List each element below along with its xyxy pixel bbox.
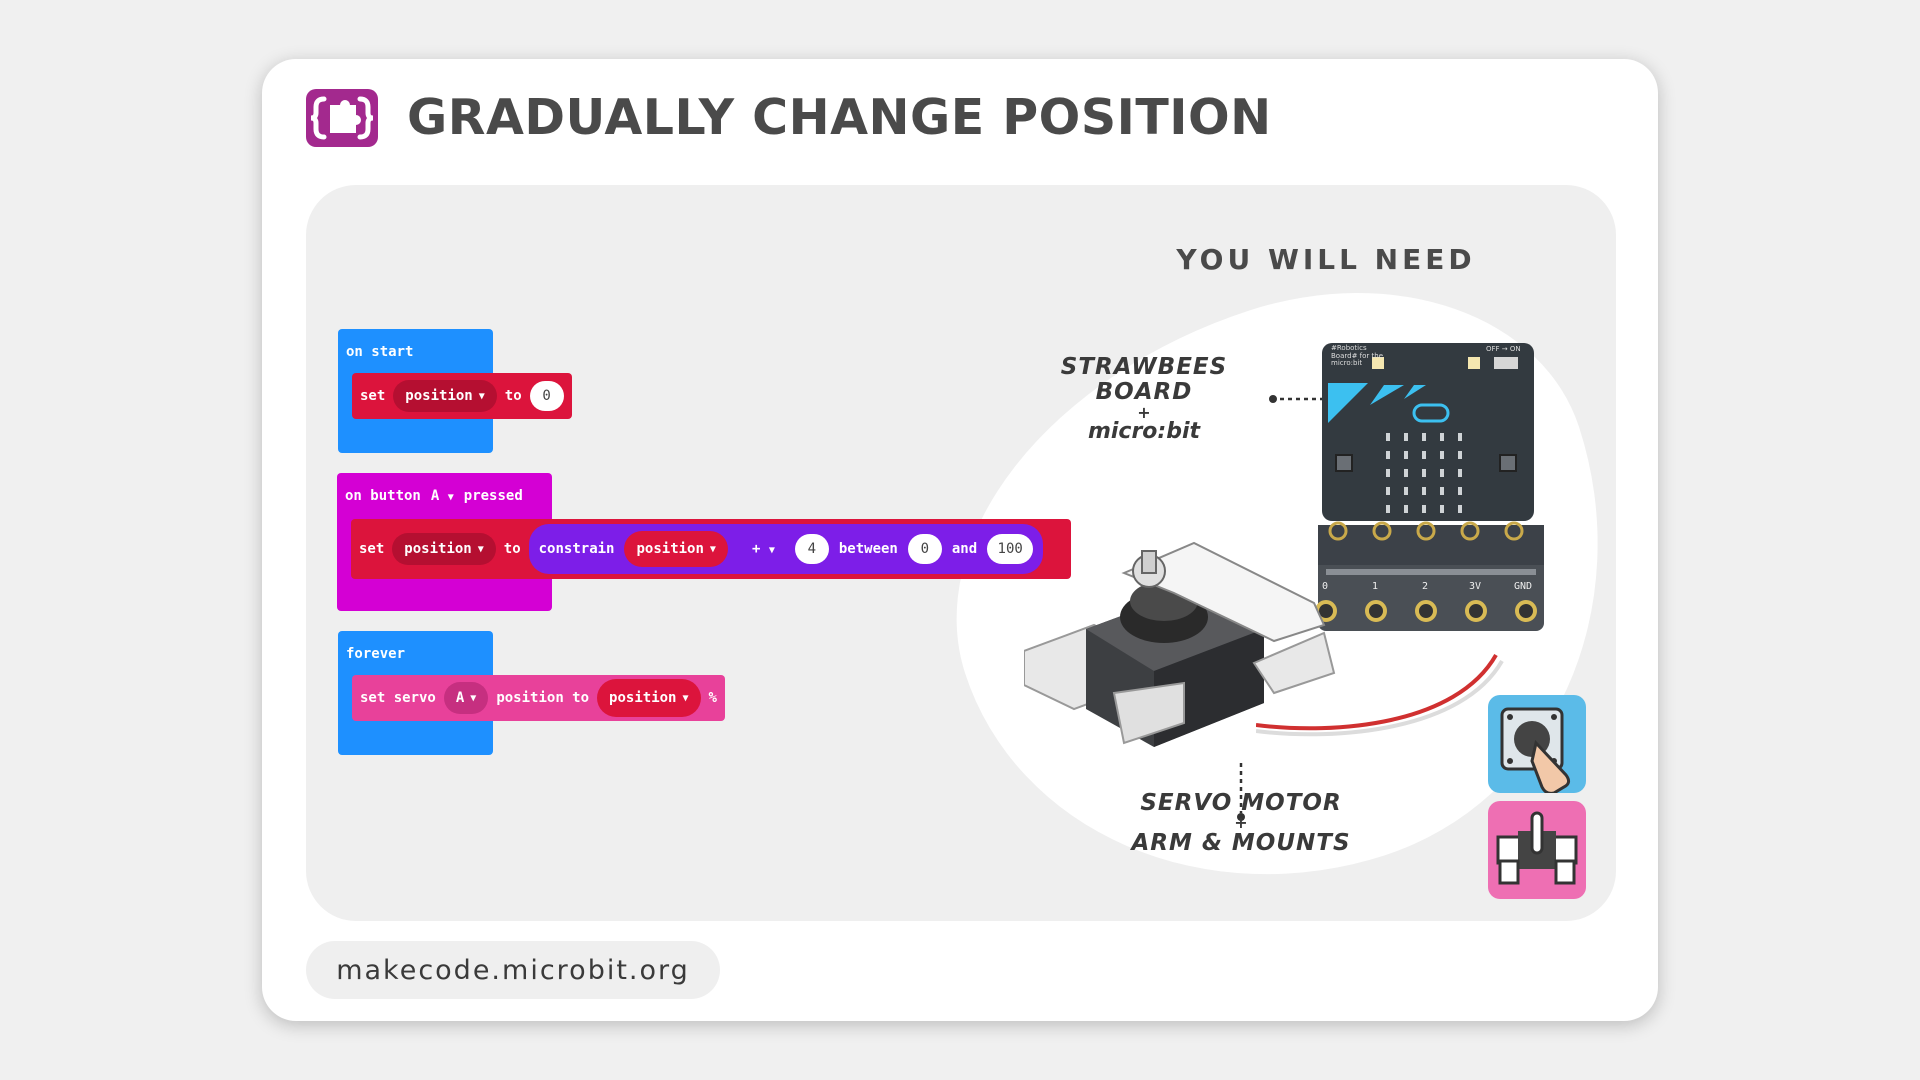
page-title: GRADUALLY CHANGE POSITION xyxy=(407,89,1272,146)
lesson-card: GRADUALLY CHANGE POSITION on start set p… xyxy=(262,59,1658,1021)
to-label: to xyxy=(503,541,521,557)
unit-label: % xyxy=(708,690,717,706)
button-press-icon xyxy=(1500,707,1571,795)
to-label: to xyxy=(504,388,522,404)
constrain-block[interactable]: constrain position▼ + ▼ 4 between 0 and … xyxy=(528,524,1044,574)
button-dropdown[interactable]: A ▼ xyxy=(430,488,454,504)
servo-mount-icon xyxy=(1496,811,1578,885)
servo-wire xyxy=(1256,654,1504,737)
servo-mount-tile xyxy=(1488,801,1586,899)
set-label: set xyxy=(360,388,386,404)
set-servo-block[interactable]: set servo A▼ position to position▼ % xyxy=(352,675,725,721)
operator-dropdown[interactable]: + ▼ xyxy=(751,541,775,557)
set-position-block[interactable]: set position▼ to 0 xyxy=(352,373,572,419)
servo-leader-line xyxy=(1237,763,1245,821)
board-text: #Robotics Board# for the micro:bit xyxy=(1331,344,1384,368)
dropdown-arrow-icon: ▼ xyxy=(682,692,689,704)
pin-label: 2 xyxy=(1422,581,1429,592)
set-servo-label: set servo xyxy=(360,690,436,706)
variable-dropdown[interactable]: position▼ xyxy=(393,380,497,412)
position-to-label: position to xyxy=(496,690,590,706)
constrain-variable-dropdown[interactable]: position▼ xyxy=(624,531,728,567)
pin-label: 3V xyxy=(1469,581,1482,592)
on-button-label: on button xyxy=(345,488,421,504)
board-label: STRAWBEES BOARD + micro:bit xyxy=(1060,354,1228,444)
dropdown-arrow-icon: ▼ xyxy=(447,492,454,503)
set-label: set xyxy=(359,541,385,557)
pin-label: GND xyxy=(1514,581,1533,592)
pin-label: 1 xyxy=(1372,581,1379,592)
strawbees-board-icon xyxy=(1315,343,1544,631)
board-switch-label: OFF → ON xyxy=(1486,345,1521,353)
constrain-label: constrain xyxy=(538,541,615,557)
on-start-label: on start xyxy=(346,344,414,360)
dropdown-arrow-icon: ▼ xyxy=(470,692,477,704)
servo-motor-icon xyxy=(1024,541,1336,747)
you-will-need-title: YOU WILL NEED xyxy=(1176,243,1476,276)
value-input[interactable]: 0 xyxy=(529,381,564,411)
between-label: between xyxy=(838,541,898,557)
high-input[interactable]: 100 xyxy=(987,534,1034,564)
button-press-tile xyxy=(1488,695,1586,795)
makecode-url[interactable]: makecode.microbit.org xyxy=(306,941,720,999)
variable-dropdown[interactable]: position▼ xyxy=(392,533,496,565)
content-panel: on start set position▼ to 0 on button A … xyxy=(306,185,1616,921)
pressed-label: pressed xyxy=(463,488,523,504)
pin-label: 0 xyxy=(1322,581,1329,592)
operand-input[interactable]: 4 xyxy=(794,534,829,564)
servo-dropdown[interactable]: A▼ xyxy=(443,682,489,714)
dropdown-arrow-icon: ▼ xyxy=(477,543,484,555)
set-position-constrain-block[interactable]: set position▼ to constrain position▼ + ▼… xyxy=(351,519,1071,579)
servo-label: SERVO MOTOR + ARM & MOUNTS xyxy=(1131,790,1351,856)
board-leader-line xyxy=(1269,395,1326,403)
puzzle-braces-icon xyxy=(306,89,378,147)
dropdown-arrow-icon: ▼ xyxy=(709,543,716,555)
forever-label: forever xyxy=(346,646,406,662)
variable-dropdown[interactable]: position▼ xyxy=(597,679,701,717)
and-label: and xyxy=(951,541,978,557)
low-input[interactable]: 0 xyxy=(907,534,942,564)
pin-labels: 0 1 2 3V GND xyxy=(1316,581,1548,595)
dropdown-arrow-icon: ▼ xyxy=(768,545,775,556)
dropdown-arrow-icon: ▼ xyxy=(478,390,485,402)
